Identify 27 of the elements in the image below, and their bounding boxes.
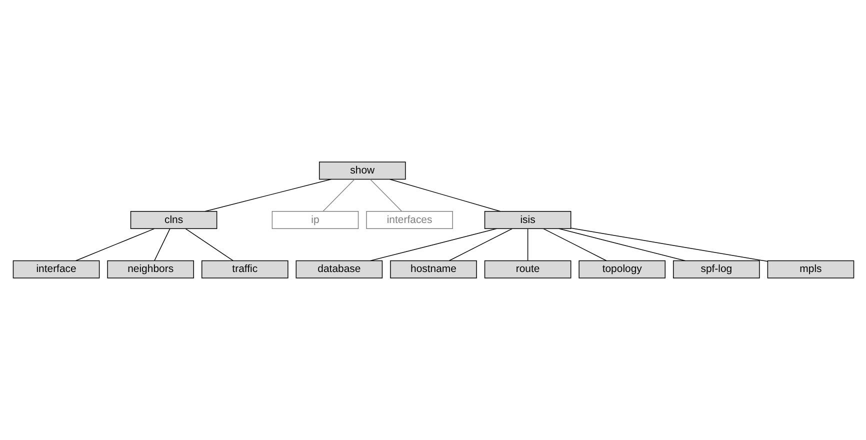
node-box: route <box>484 260 571 278</box>
node-box: ip <box>271 211 358 229</box>
connector <box>542 228 606 262</box>
node-box: topology <box>578 260 666 278</box>
connector <box>570 228 768 262</box>
connector <box>558 228 686 262</box>
node-box: neighbors <box>106 260 194 278</box>
connector <box>369 178 402 212</box>
connector <box>370 228 497 262</box>
connector <box>388 178 500 212</box>
connector <box>184 228 233 262</box>
connector <box>154 228 170 261</box>
node-box: interface <box>12 260 100 278</box>
node-box: isis <box>484 211 571 229</box>
node-box: mpls <box>766 260 854 278</box>
node-box: interfaces <box>366 211 452 229</box>
node-box: hostname <box>390 260 476 278</box>
node-box: spf-log <box>672 260 760 278</box>
node-box: show <box>318 162 406 180</box>
connector <box>204 178 332 212</box>
connector <box>322 178 354 212</box>
node-box: clns <box>130 211 217 229</box>
node-box: database <box>295 260 382 278</box>
connector <box>74 228 154 262</box>
node-box: traffic <box>200 260 288 278</box>
connector <box>526 228 528 261</box>
connector <box>448 228 512 262</box>
